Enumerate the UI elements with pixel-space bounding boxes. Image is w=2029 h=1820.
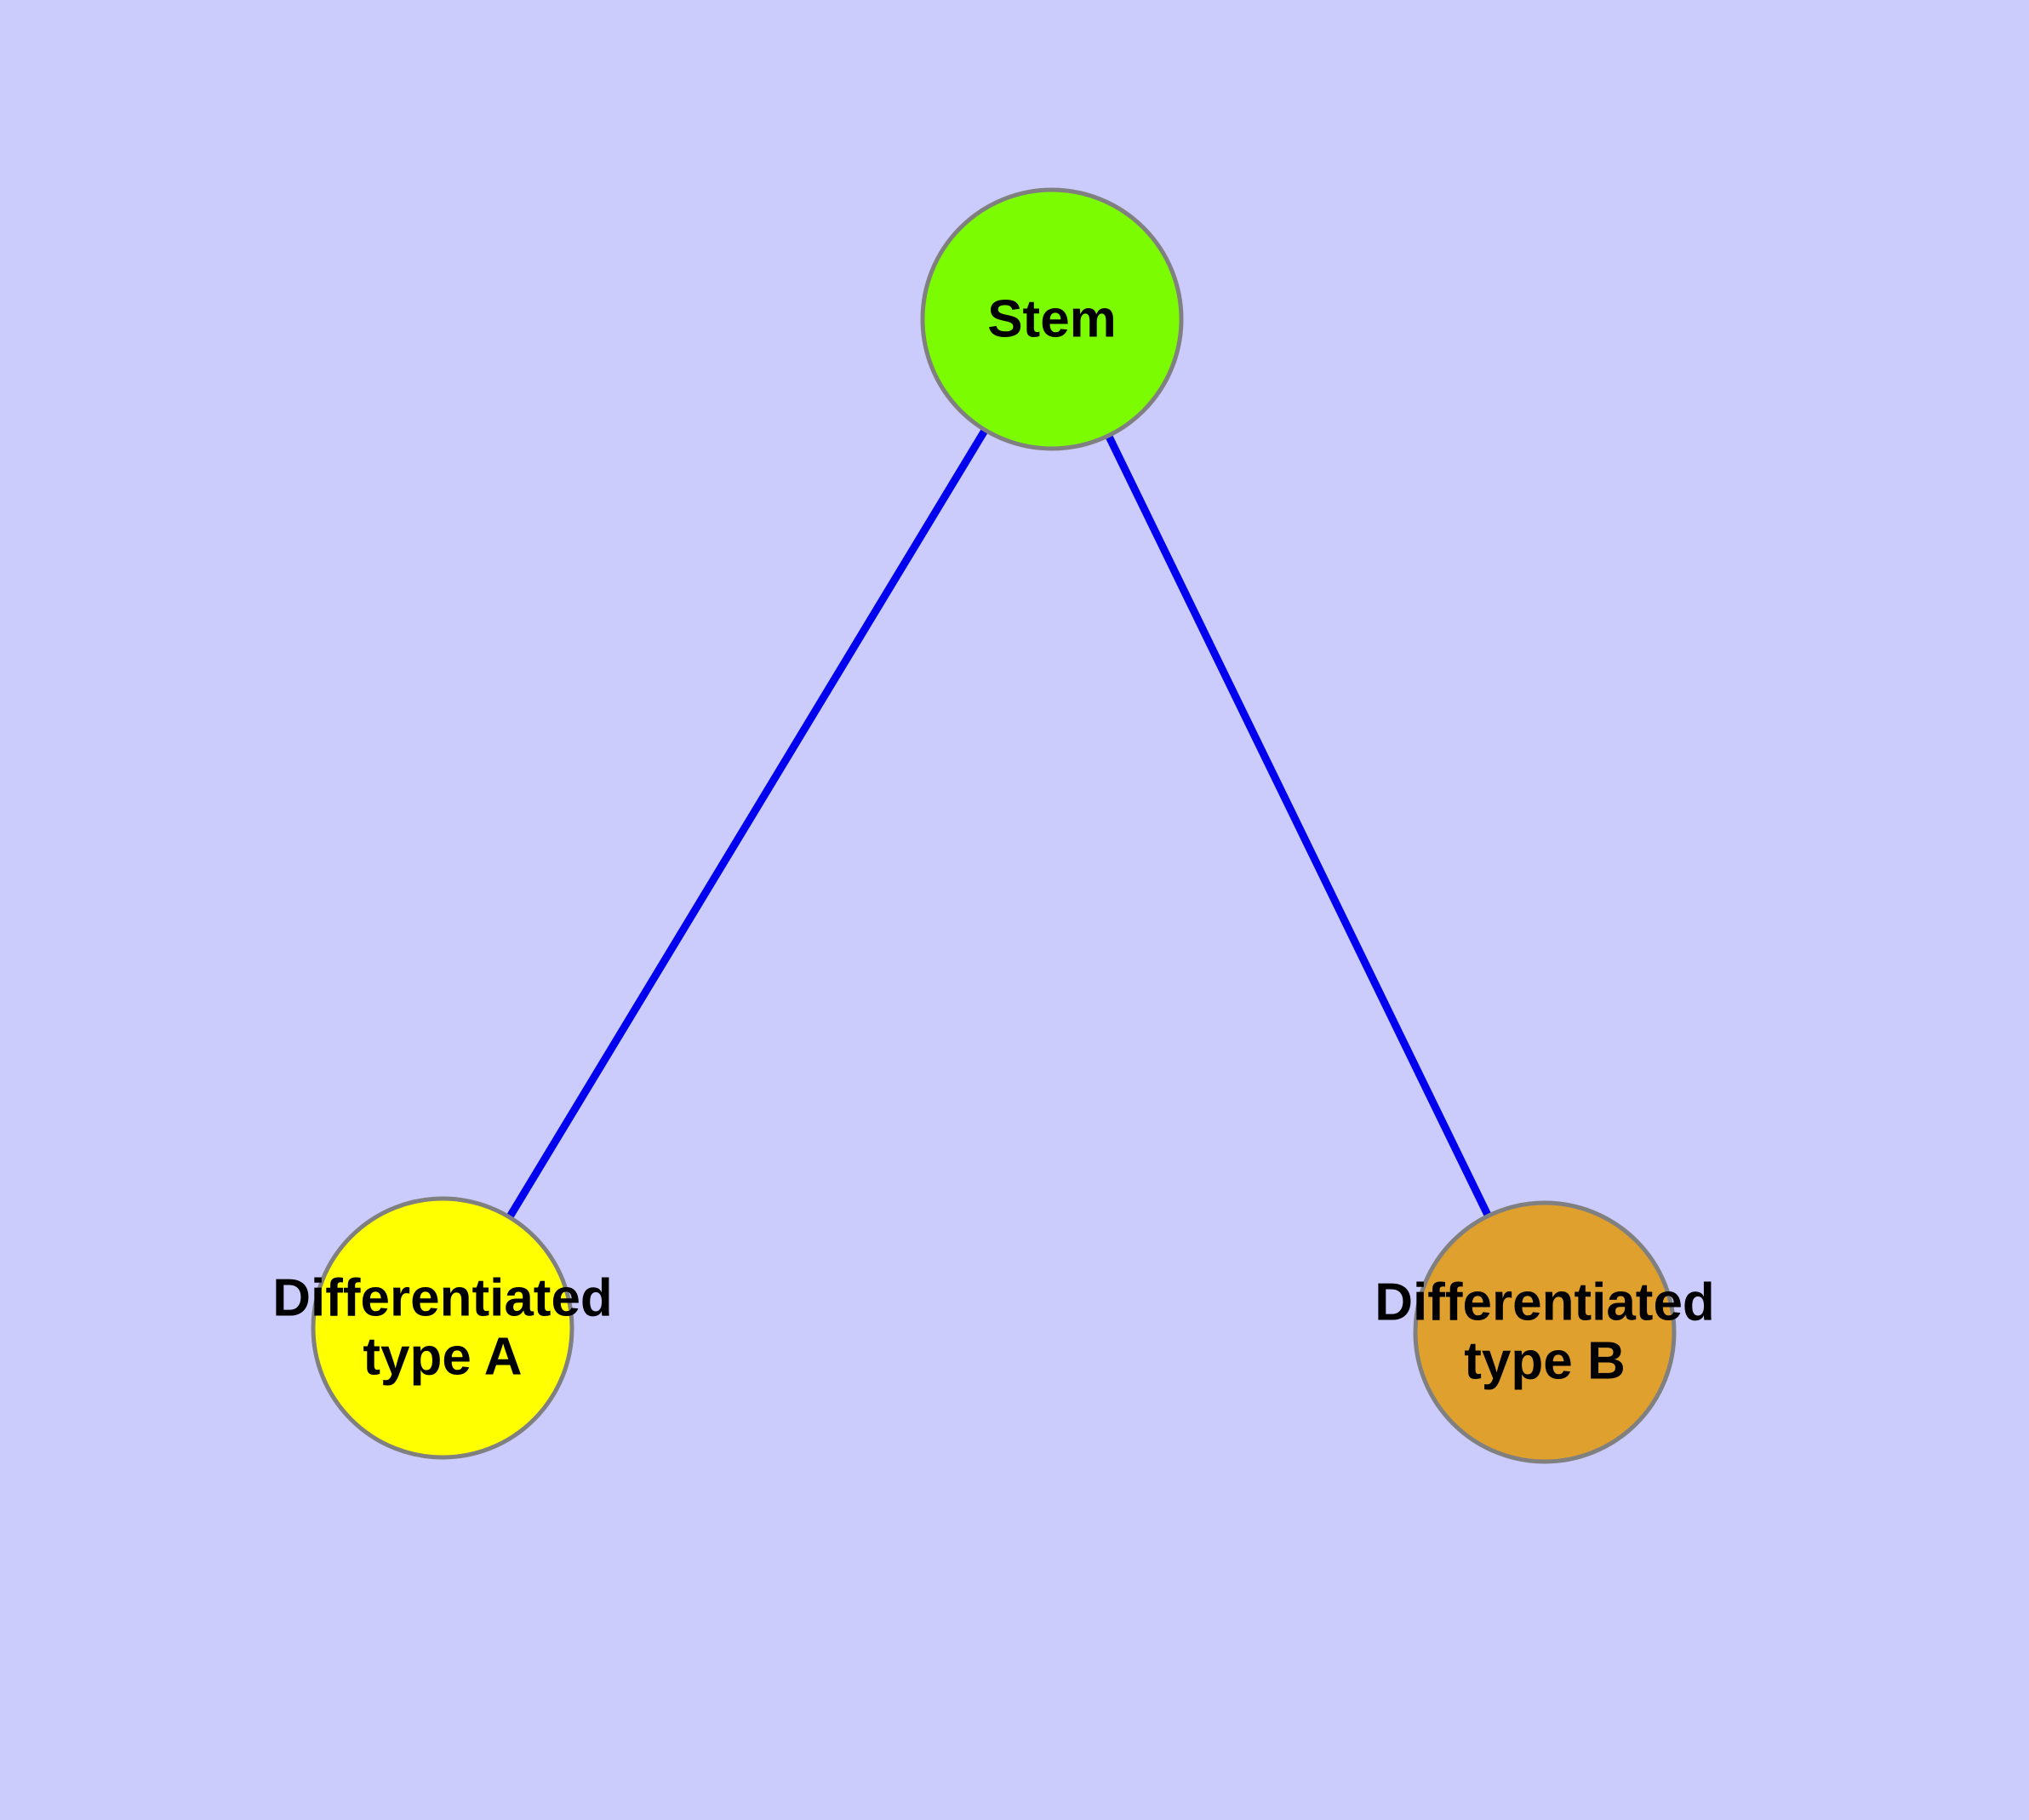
graph-edge-stem-to-a[interactable] [439,317,1055,1331]
graph-node-diff_b[interactable] [1413,1200,1677,1464]
node-layer [311,187,1677,1464]
graph-edge-stem-to-b[interactable] [1048,318,1549,1334]
graph-node-stem[interactable] [920,187,1184,451]
graph-node-diff_a[interactable] [311,1196,574,1460]
edge-layer [439,317,1549,1334]
